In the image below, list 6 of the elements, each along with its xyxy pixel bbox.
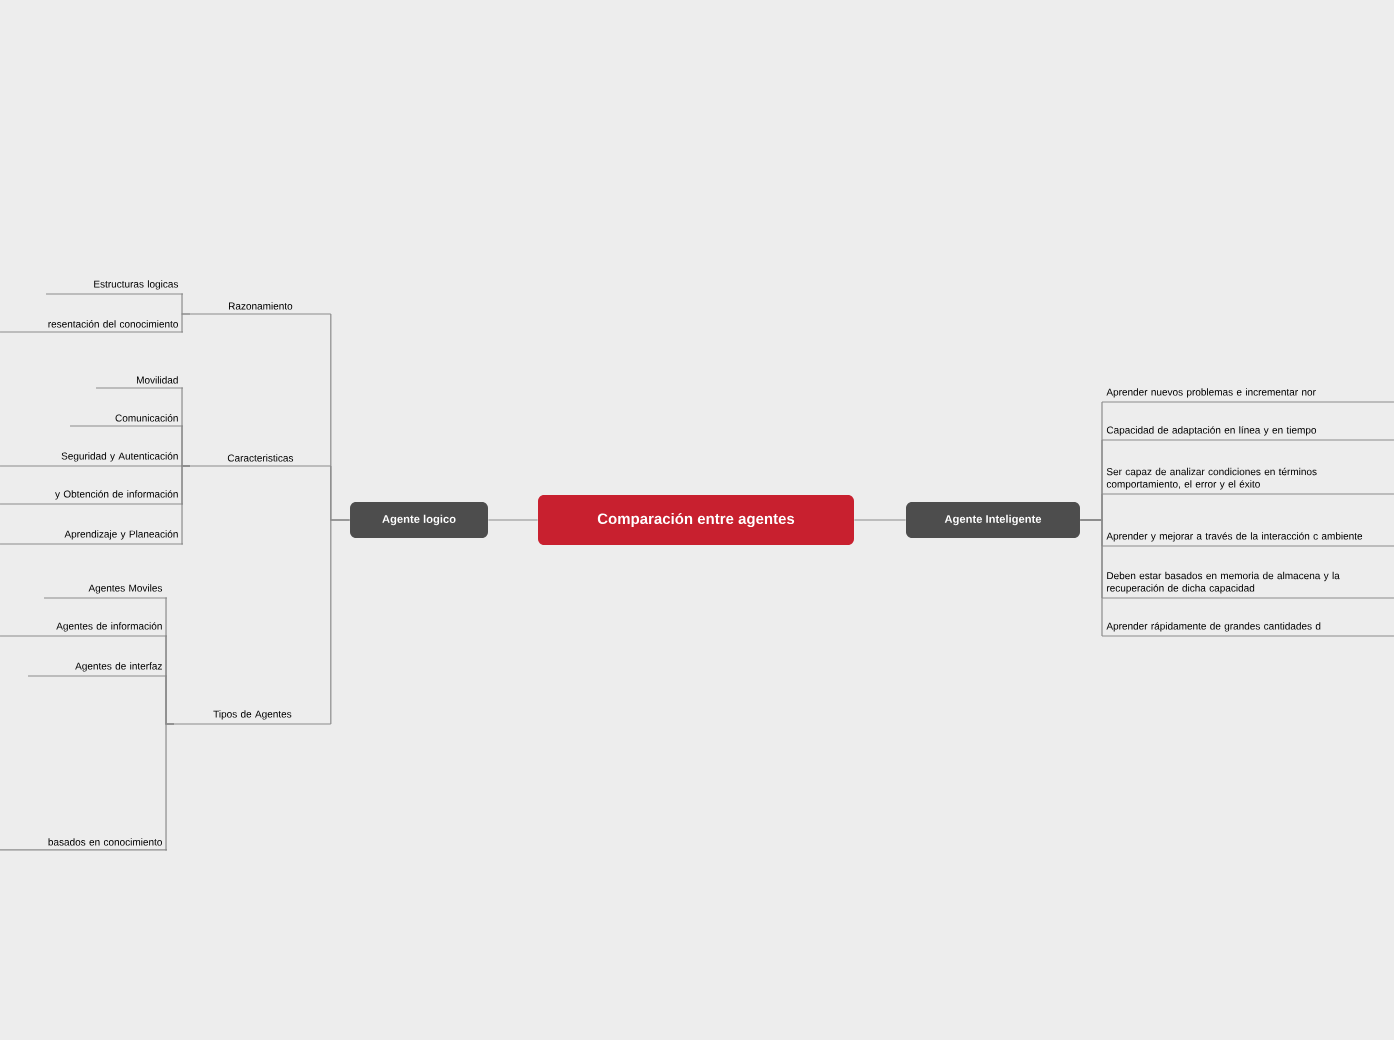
connector-line bbox=[853, 519, 907, 521]
connector-line bbox=[487, 519, 539, 521]
connector-line bbox=[330, 519, 351, 725]
connector-line bbox=[181, 313, 191, 333]
connector-line bbox=[1079, 519, 1103, 637]
connector-line bbox=[165, 723, 175, 851]
